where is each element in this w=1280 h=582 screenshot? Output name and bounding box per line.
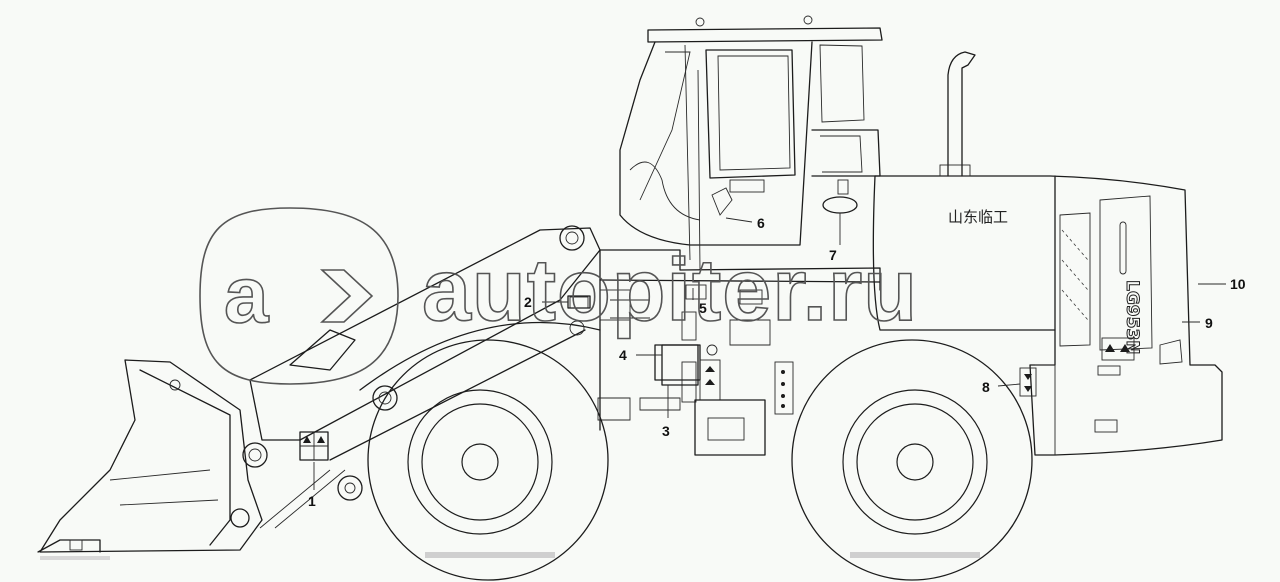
exhaust-stack <box>939 51 976 177</box>
cab <box>619 15 883 271</box>
front-fender <box>359 321 601 391</box>
callout-5: 5 <box>699 300 707 316</box>
watermark-text: autopiter.ru <box>422 240 918 339</box>
bucket <box>37 359 268 553</box>
decal-5 <box>685 284 707 300</box>
watermark: a autopiter.ru <box>199 207 918 385</box>
callout-leaders <box>313 213 1226 490</box>
callout-7: 7 <box>829 247 837 263</box>
ground-shadows <box>40 552 980 560</box>
callout-6: 6 <box>757 215 765 231</box>
callout-3: 3 <box>662 423 670 439</box>
decal-4 <box>661 344 699 386</box>
callout-2: 2 <box>524 294 532 310</box>
callout-4: 4 <box>619 347 627 363</box>
model-text: LG953N <box>1122 280 1142 355</box>
callout-10: 10 <box>1230 276 1246 292</box>
callout-8: 8 <box>982 379 990 395</box>
decal-7 <box>822 196 858 214</box>
boom-arm <box>249 225 601 529</box>
watermark-arrow-icon <box>319 269 374 323</box>
decal-1 <box>299 431 329 461</box>
callout-9: 9 <box>1205 315 1213 331</box>
brand-text: 山东临工 <box>948 208 1008 226</box>
callout-1: 1 <box>308 493 316 509</box>
rear-body <box>872 175 1223 456</box>
watermark-logo-a: a <box>224 250 270 339</box>
front-wheel <box>367 339 609 581</box>
rear-wheel <box>791 339 1033 581</box>
